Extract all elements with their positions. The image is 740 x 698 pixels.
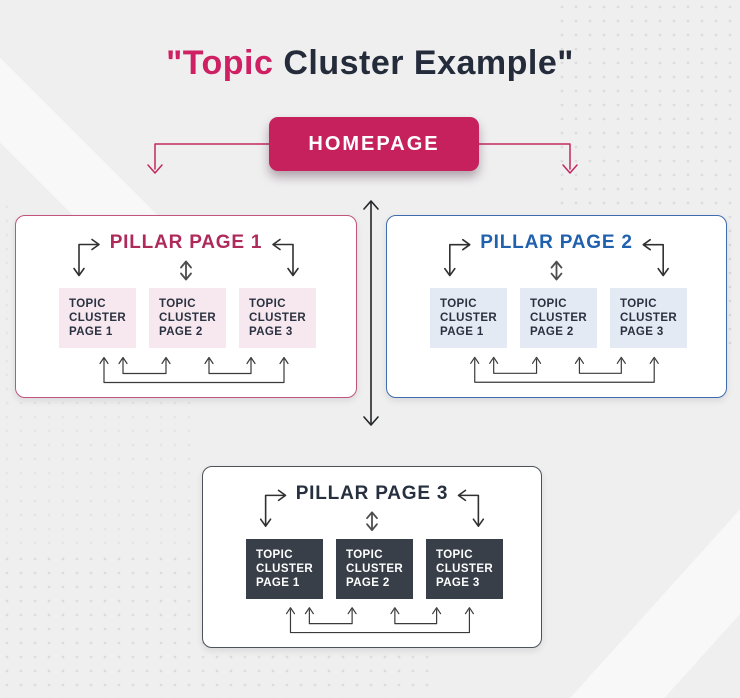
pillar-3-topic-cluster-1: TOPIC CLUSTER PAGE 1 (246, 539, 323, 599)
pillar-page-1-panel: PILLAR PAGE 1 TOPIC CLUSTER PAGE 1 TOPIC… (15, 215, 357, 398)
dot-pattern (0, 200, 16, 400)
background-stripe (523, 393, 740, 698)
pillar-2-topic-cluster-3: TOPIC CLUSTER PAGE 3 (610, 288, 687, 348)
main-title: "Topic Cluster Example" (0, 42, 740, 84)
pillar-1-topic-cluster-1: TOPIC CLUSTER PAGE 1 (59, 288, 136, 348)
pillar-3-topic-cluster-2: TOPIC CLUSTER PAGE 2 (336, 539, 413, 599)
arrowhead-pillar-1 (147, 164, 163, 174)
arrow-homepage-to-pillar-1 (154, 143, 273, 170)
main-title-rest: Cluster Example" (273, 44, 574, 82)
arrowhead-up (363, 200, 379, 210)
pillar-1-topic-cluster-2: TOPIC CLUSTER PAGE 2 (149, 288, 226, 348)
pillar-2-title: PILLAR PAGE 2 (480, 232, 633, 253)
pillar-2-topic-cluster-2: TOPIC CLUSTER PAGE 2 (520, 288, 597, 348)
pillar-3-title: PILLAR PAGE 3 (295, 483, 449, 504)
pillar-3-topic-cluster-3: TOPIC CLUSTER PAGE 3 (426, 539, 503, 599)
pillar-1-topic-cluster-3: TOPIC CLUSTER PAGE 3 (239, 288, 316, 348)
homepage-label: HOMEPAGE (308, 132, 440, 155)
pillar-1-title: PILLAR PAGE 1 (109, 232, 263, 253)
pillar-page-3-panel: PILLAR PAGE 3 TOPIC CLUSTER PAGE 1 TOPIC… (202, 466, 542, 648)
pillar-2-topic-cluster-1: TOPIC CLUSTER PAGE 1 (430, 288, 507, 348)
dot-pattern (0, 396, 200, 552)
arrowhead-down (363, 416, 379, 426)
pillar-page-2-panel: PILLAR PAGE 2 TOPIC CLUSTER PAGE 1 TOPIC… (386, 215, 727, 398)
main-title-accent: "Topic (166, 44, 274, 82)
homepage-button: HOMEPAGE (269, 117, 479, 171)
